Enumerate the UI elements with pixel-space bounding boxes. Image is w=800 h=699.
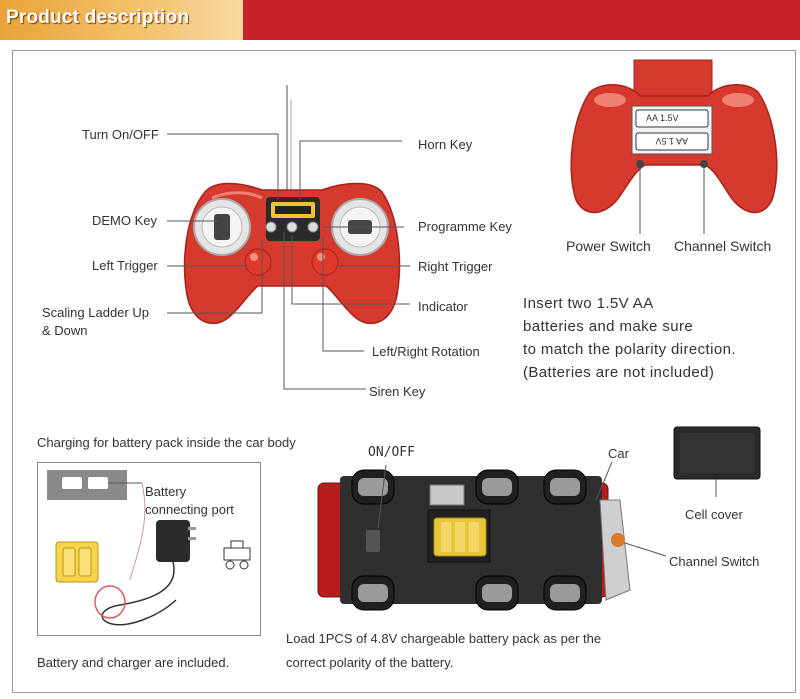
on-off-label: ON/OFF <box>368 445 415 460</box>
battery-note-line-4: (Batteries are not included) <box>523 364 715 381</box>
header-banner: Product description <box>0 0 800 40</box>
left-trigger-label: Left Trigger <box>92 258 158 273</box>
left-right-rotation-label: Left/Right Rotation <box>372 344 480 359</box>
charger-inset-frame <box>37 462 261 636</box>
port-label-2: connecting port <box>145 502 234 517</box>
cell-top-label: AA 1.5V <box>646 113 679 123</box>
remote-controller-illustration <box>183 85 401 325</box>
battery-note-line-1: Insert two 1.5V AA <box>523 295 654 312</box>
charger-illustration <box>47 470 251 626</box>
load-note-line-2: correct polarity of the battery. <box>286 655 454 670</box>
right-trigger-label: Right Trigger <box>418 259 493 274</box>
car-label: Car <box>608 446 629 461</box>
cell-cover-label: Cell cover <box>685 507 743 522</box>
remote-back-illustration <box>570 59 778 234</box>
charging-heading: Charging for battery pack inside the car… <box>37 435 296 450</box>
horn-key-label: Horn Key <box>418 137 473 152</box>
remote-callout-lines <box>167 133 410 390</box>
siren-key-label: Siren Key <box>369 384 426 399</box>
cell-cover-illustration <box>673 426 761 497</box>
turn-on-off-label: Turn On/OFF <box>82 127 159 142</box>
demo-key-label: DEMO Key <box>92 213 158 228</box>
car-channel-switch-label: Channel Switch <box>669 554 760 569</box>
channel-switch-label: Channel Switch <box>674 238 772 254</box>
programme-key-label: Programme Key <box>418 219 512 234</box>
header-tab: Product description <box>0 0 243 40</box>
scaling-ladder-label-1: Scaling Ladder Up <box>42 305 149 320</box>
included-note: Battery and charger are included. <box>37 655 230 670</box>
power-switch-label: Power Switch <box>566 238 651 254</box>
truck-chassis-illustration <box>317 461 667 611</box>
battery-note-line-2: batteries and make sure <box>523 318 694 335</box>
page-title: Product description <box>6 7 190 28</box>
cell-bottom-label: AA 1.5V <box>655 136 688 146</box>
battery-note: Insert two 1.5V AA batteries and make su… <box>523 292 736 384</box>
battery-note-line-3: to match the polarity direction. <box>523 341 736 358</box>
load-note-line-1: Load 1PCS of 4.8V chargeable battery pac… <box>286 631 602 646</box>
port-label-1: Battery <box>145 484 187 499</box>
scaling-ladder-label-2: & Down <box>42 323 88 338</box>
indicator-label: Indicator <box>418 299 468 314</box>
